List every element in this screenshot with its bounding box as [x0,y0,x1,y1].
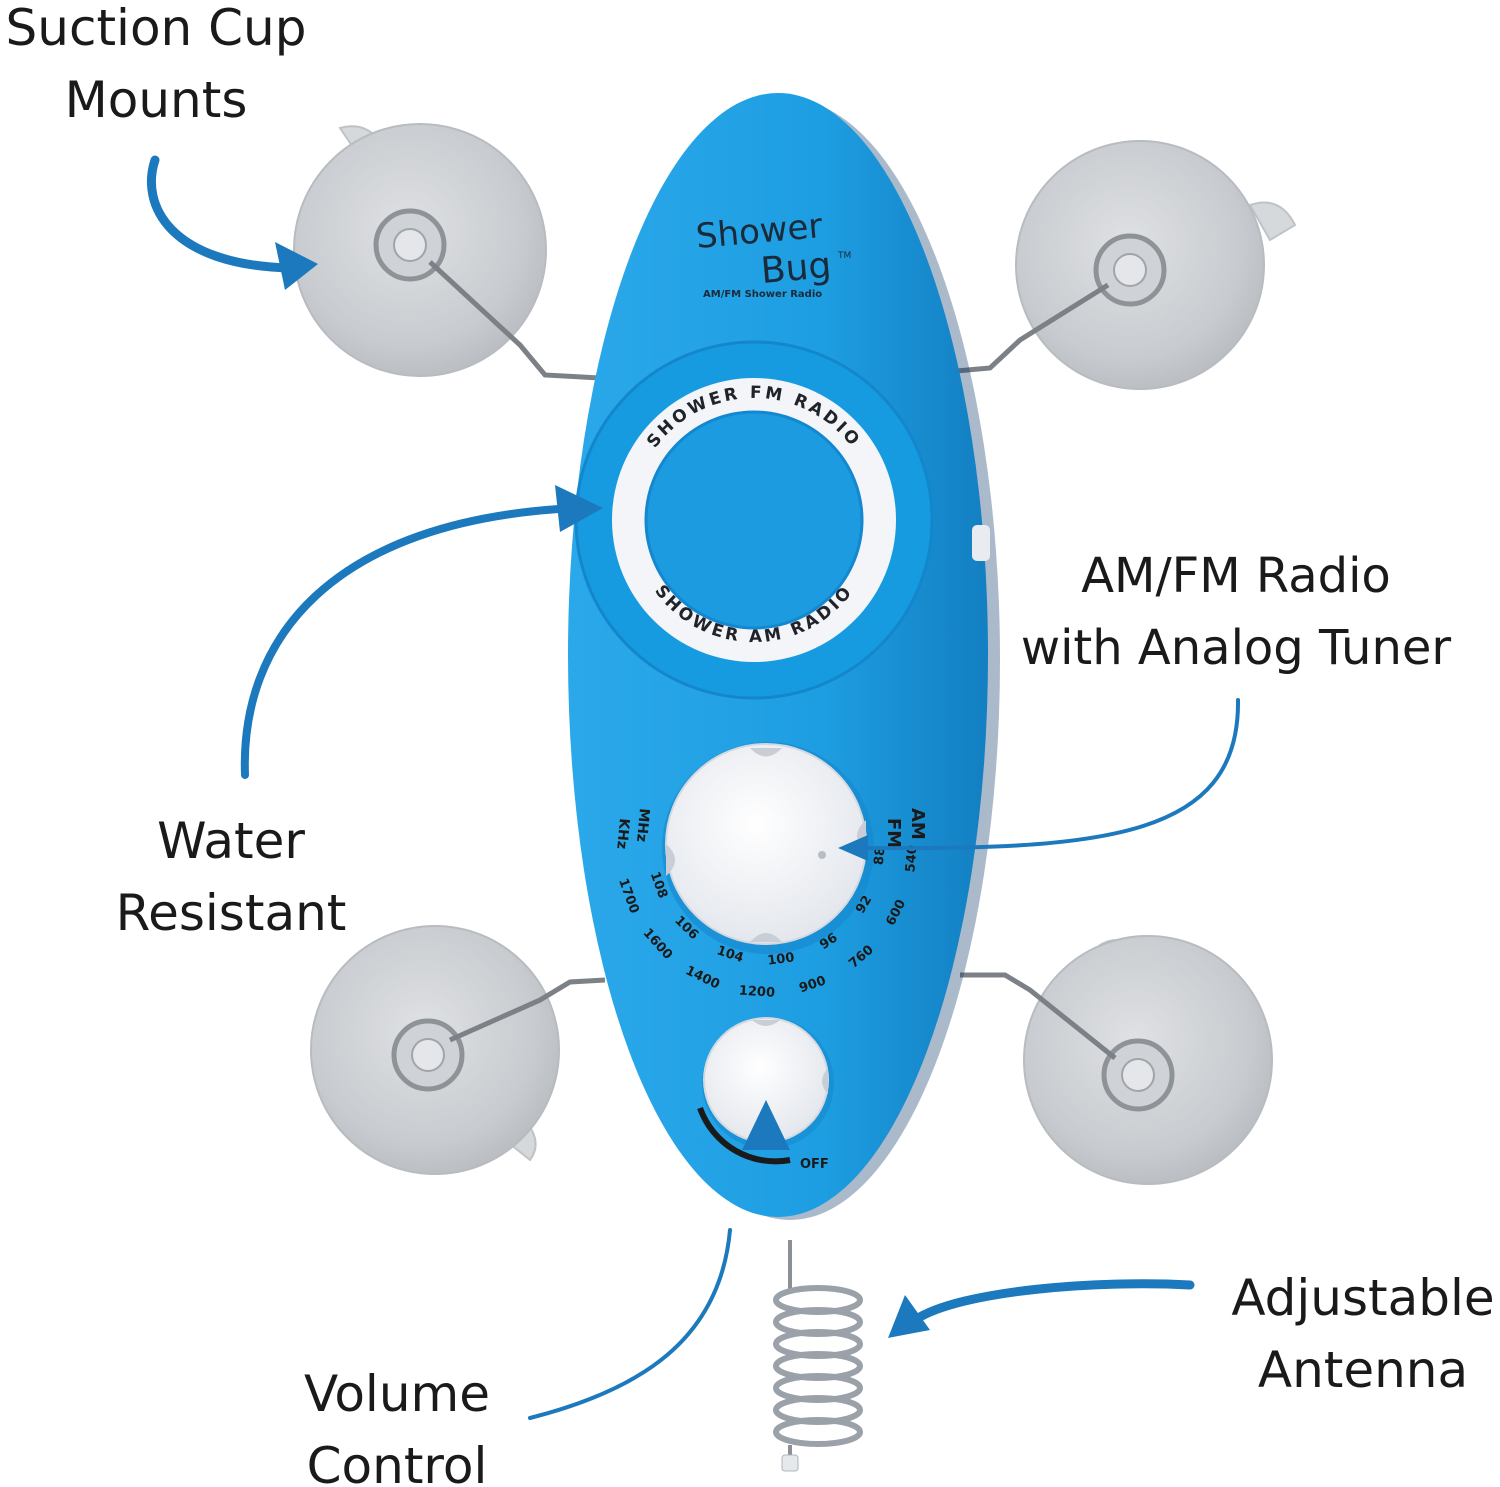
callout-line: Suction Cup [5,0,307,57]
antenna-coil-loop [773,1417,863,1447]
callout-line: with Analog Tuner [1020,620,1452,676]
suction-cup-bottom-right [960,935,1273,1185]
volume-off-label: OFF [800,1157,829,1172]
arrow-antenna [910,1279,1195,1325]
callout-line: AM/FM Radio [1081,548,1391,604]
knob-grip-notch [822,1068,828,1094]
callout-water-resistant: Water Resistant [100,805,362,949]
arrow-tuner-head [838,835,868,861]
volume-knob[interactable]: OFF [697,1017,834,1172]
logo-subtitle: AM/FM Shower Radio [703,289,822,300]
arrow-water-head [555,485,603,532]
callout-volume-control: Volume Control [280,1358,514,1487]
logo-trademark: TM [837,251,851,261]
callout-line: Mounts [64,71,248,129]
callout-line: Volume [304,1365,490,1423]
arrow-tuner [853,698,1241,851]
volume-pointer-icon [742,1100,790,1150]
mhz-unit-label: MHz [633,808,652,843]
arrow-water [240,504,579,779]
callout-line: Antenna [1257,1341,1469,1399]
callout-line: Adjustable [1231,1269,1495,1327]
suction-cup-top-left [293,123,601,381]
callout-line: Resistant [115,884,347,942]
tuning-knob[interactable] [662,742,874,954]
suction-cup-bottom-left [310,925,606,1175]
antenna [773,1240,863,1472]
knob-grip-notch [750,748,782,757]
speaker: SHOWER FM RADIO SHOWER AM RADIO [574,340,934,700]
knob-pointer-dot [818,851,826,859]
arrow-volume [528,1228,732,1420]
knob-grip-notch [666,844,675,876]
fm-band-label: FM [883,818,904,848]
am-scale-label: 1200 [738,984,775,1001]
callout-adjustable-antenna: Adjustable Antenna [1222,1262,1500,1406]
side-switch [972,525,990,561]
knob-grip-notch [750,933,782,942]
logo: Shower Bug TM AM/FM Shower Radio [694,206,851,300]
callout-am-fm-radio: AM/FM Radio with Analog Tuner [996,540,1476,684]
arrow-suction-head [275,242,318,290]
fm-scale-label: 88 [872,846,889,865]
callout-line: Water [157,812,305,870]
knob-grip-notch [752,1020,780,1026]
suction-cup-top-right [944,140,1297,390]
khz-unit-label: KHz [613,818,632,850]
callout-line: Control [306,1437,488,1487]
volume-arc [697,1106,791,1165]
arrow-suction [147,155,295,273]
arrow-antenna-head [888,1295,930,1338]
fm-scale-label: 100 [767,950,796,968]
callout-arrows [147,155,1241,1420]
am-band-label: AM [907,808,928,840]
callout-suction-cup-mounts: Suction Cup Mounts [0,0,312,136]
am-scale-label: 540 [903,845,920,873]
logo-line-2: Bug [759,245,833,292]
